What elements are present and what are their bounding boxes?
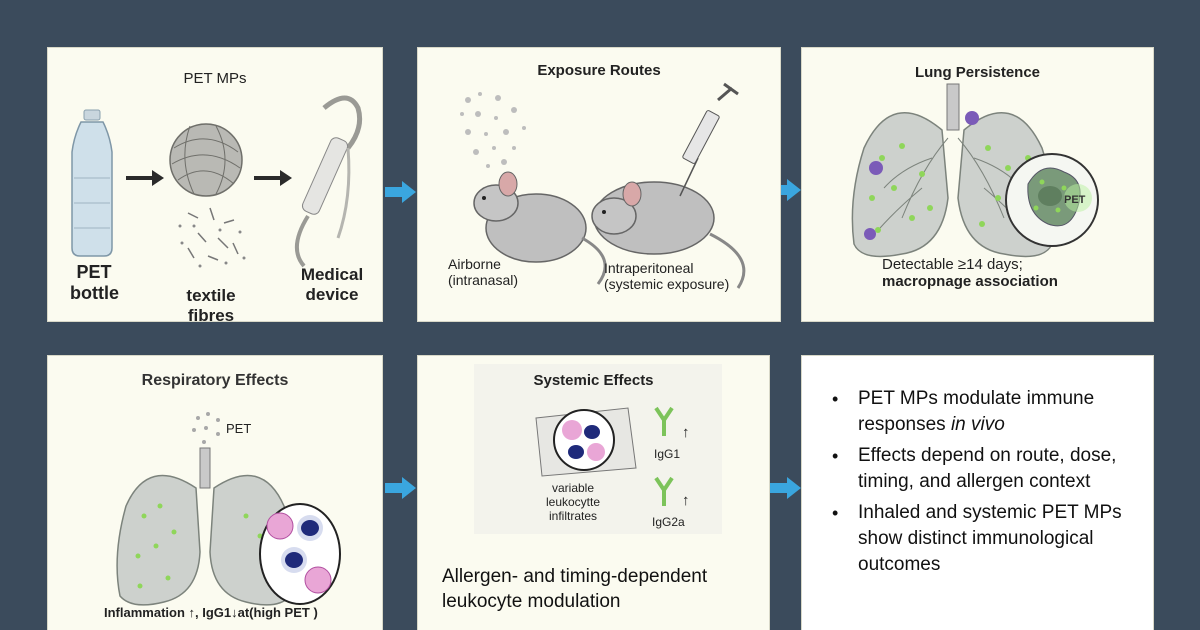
igg2a-up-arrow: ↑	[682, 492, 690, 509]
panel-title: Exposure Routes	[537, 62, 661, 79]
summary-bullet-1: PET MPs modulate immune responses in viv…	[832, 386, 1143, 438]
flow-arrow-4	[770, 477, 801, 499]
summary-bullet-2: Effects depend on route, dose, timing, a…	[832, 443, 1143, 495]
flow-arrow-3	[385, 477, 416, 499]
macrophage-zoom-icon	[1005, 153, 1099, 247]
panel-title: PET MPs	[183, 70, 247, 87]
respiratory-caption: Inflammation ↑, IgG1↓at(high PET )	[104, 605, 318, 620]
antibody-igg2a-icon	[654, 476, 674, 506]
igg1-label: IgG1	[654, 447, 681, 461]
panel-lung-persistence: PET Lung Persistence Detectable ≥14 days…	[801, 47, 1154, 322]
summary-list: PET MPs modulate immune responses in viv…	[832, 386, 1143, 583]
respiratory-effects-illustration	[116, 412, 341, 606]
flow-arrow-2	[770, 179, 801, 201]
airborne-particles-icon	[460, 92, 526, 168]
pet-particles-icon	[192, 412, 220, 444]
pet-sources-illustration	[71, 95, 363, 268]
intraperitoneal-label: Intraperitoneal(systemic exposure)	[604, 260, 730, 293]
pet-bottle-icon	[71, 109, 113, 257]
textile-yarn-icon	[169, 123, 243, 197]
syringe-icon	[679, 82, 739, 197]
medical-device-icon	[295, 95, 363, 268]
exposure-routes-illustration	[460, 82, 746, 289]
systemic-effects-illustration	[474, 364, 722, 534]
tissue-slide-icon	[535, 407, 637, 477]
igg2a-label: IgG2a	[652, 515, 685, 529]
mouse-injection-icon	[591, 181, 746, 289]
pet-tag: PET	[226, 421, 252, 436]
panel-title: Lung Persistence	[914, 64, 1041, 81]
lung-persistence-illustration	[851, 83, 1099, 258]
panel-title: Respiratory Effects	[141, 372, 289, 389]
panel-title: Systemic Effects	[533, 372, 654, 389]
panel-respiratory-effects: Respiratory Effects PET Inflammation ↑, …	[47, 355, 383, 630]
pet-tag: PET	[1064, 194, 1086, 206]
panel-summary: PET MPs modulate immune responses in viv…	[801, 355, 1154, 630]
persistence-caption: Detectable ≥14 days; macropnage associat…	[882, 256, 1058, 291]
inflammatory-cells-zoom-icon	[259, 503, 341, 605]
panel-exposure-routes: Exposure Routes Airborne(intranasal) Int…	[417, 47, 781, 322]
antibody-igg1-icon	[654, 406, 674, 436]
flow-arrow-1	[385, 181, 416, 203]
airborne-label: Airborne(intranasal)	[448, 256, 519, 289]
summary-bullet-3: Inhaled and systemic PET MPs show distin…	[832, 500, 1143, 578]
fibre-fragments-icon	[187, 207, 239, 261]
mouse-airborne-icon	[473, 171, 607, 285]
igg1-up-arrow: ↑	[682, 424, 690, 441]
